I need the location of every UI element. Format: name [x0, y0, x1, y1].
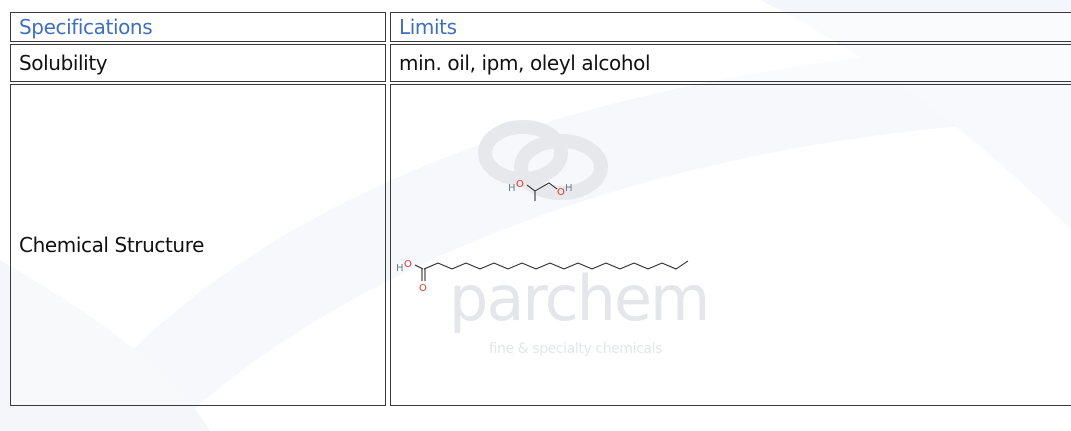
watermark-brand: parchem	[449, 262, 708, 335]
bond-oh	[414, 264, 424, 270]
carbon-chain	[423, 260, 689, 270]
atom-h: H	[396, 263, 403, 274]
atom-o: O	[516, 179, 524, 190]
parchem-watermark: parchem fine & specialty chemicals	[449, 120, 710, 357]
cell-spec-solubility: Solubility	[10, 44, 386, 82]
table-row: Solubility min. oil, ipm, oleyl alcohol	[10, 44, 1071, 82]
atom-h: H	[565, 183, 572, 194]
header-specifications: Specifications	[10, 12, 386, 42]
specifications-table: Specifications Limits Solubility min. oi…	[6, 10, 1071, 408]
stearic-acid-molecule: H O O	[396, 259, 689, 294]
chemical-structure-image: parchem fine & specialty chemicals H O O…	[396, 120, 710, 357]
cell-limit-solubility: min. oil, ipm, oleyl alcohol	[390, 44, 1071, 82]
header-limits: Limits	[390, 12, 1071, 42]
glycol-bonds	[526, 182, 558, 201]
propylene-glycol-molecule: H O O H	[508, 179, 573, 201]
atom-h: H	[508, 183, 515, 194]
watermark-ring-right	[514, 134, 608, 200]
cell-spec-chemical-structure: Chemical Structure	[10, 84, 386, 406]
chemical-structure-cell: parchem fine & specialty chemicals H O O…	[390, 84, 1071, 406]
table-header-row: Specifications Limits	[10, 12, 1071, 42]
atom-o: O	[557, 187, 565, 198]
watermark-tagline: fine & specialty chemicals	[489, 341, 662, 357]
atom-o: O	[419, 283, 427, 294]
table-row: Chemical Structure parchem fine & specia…	[10, 84, 1071, 406]
atom-o: O	[404, 259, 412, 270]
